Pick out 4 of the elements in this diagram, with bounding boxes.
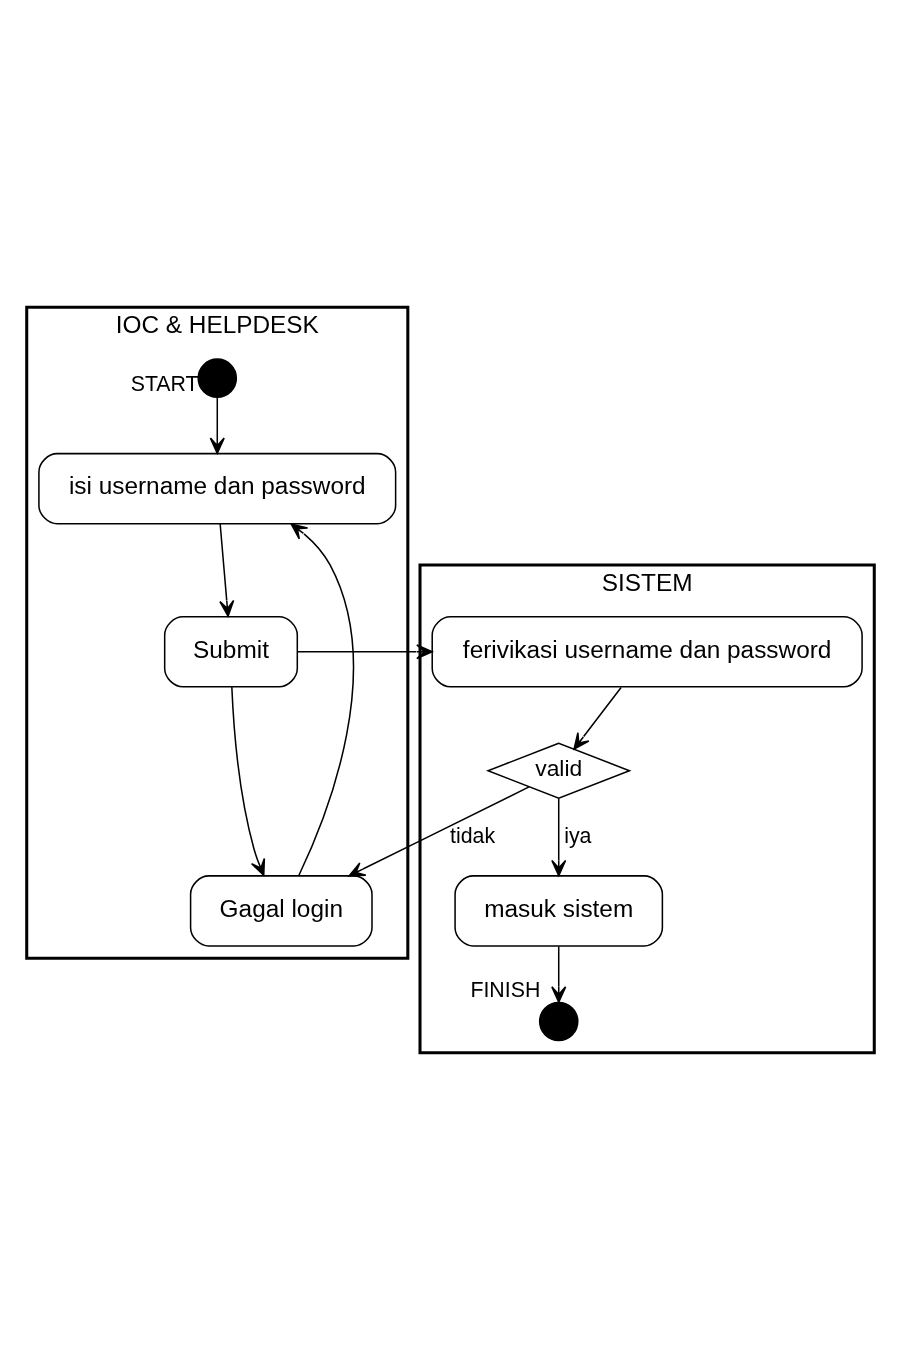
edge-label: tidak <box>450 823 496 848</box>
edge-label: iya <box>564 823 592 848</box>
node-label: START <box>130 372 199 397</box>
node-label: FINISH <box>470 977 541 1002</box>
